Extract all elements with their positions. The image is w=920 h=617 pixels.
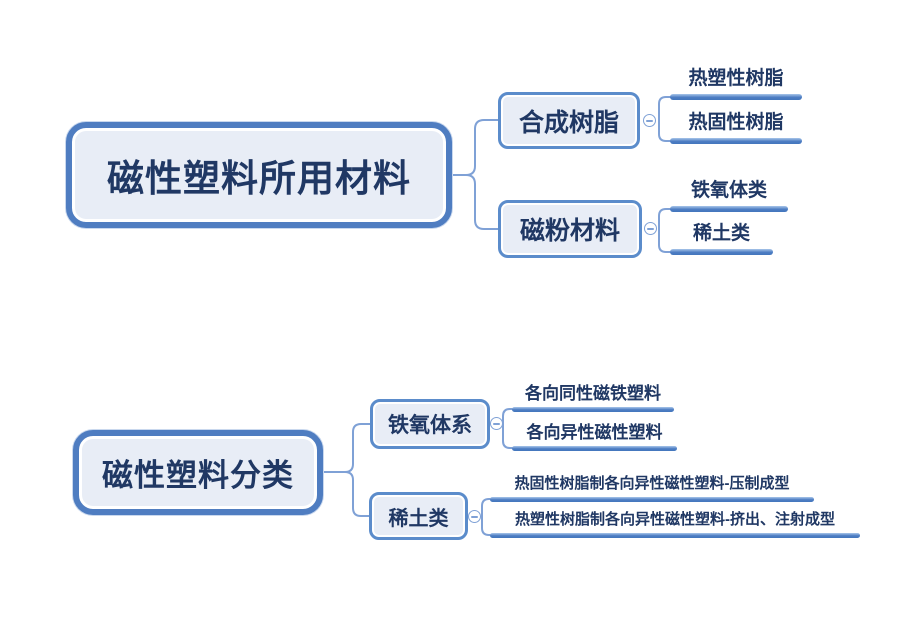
leaf-label: 热塑性树脂制各向异性磁性塑料-挤出、注射成型 xyxy=(515,511,835,528)
leaf-label: 铁氧体类 xyxy=(690,180,767,201)
leaf-node-isotropic[interactable]: 各向同性磁铁塑料 xyxy=(512,383,674,412)
connector-m2-b2 xyxy=(322,471,370,517)
leaf-label: 热固性树脂 xyxy=(688,112,784,133)
collapse-minus-icon[interactable] xyxy=(643,114,656,127)
leaf-node-thermosetting[interactable]: 热固性树脂 xyxy=(670,110,802,144)
branch-node-ferrite-system[interactable]: 铁氧体系 xyxy=(370,399,490,449)
leaf-label: 热塑性树脂 xyxy=(688,68,784,89)
branch-node-label: 铁氧体系 xyxy=(388,414,472,437)
bracket-m1-b2 xyxy=(658,208,672,253)
connector-m2-b1 xyxy=(322,423,371,473)
branch-node-label: 磁粉材料 xyxy=(519,217,620,245)
branch-node-magnetic-powder[interactable]: 磁粉材料 xyxy=(498,200,642,258)
leaf-label: 稀土类 xyxy=(692,223,750,244)
minus-glyph xyxy=(471,515,478,518)
leaf-underline xyxy=(512,446,677,451)
root-node-label: 磁性塑料分类 xyxy=(102,458,294,493)
connector-m1-b2 xyxy=(451,174,499,230)
leaf-underline xyxy=(490,497,814,502)
leaf-underline xyxy=(670,94,802,100)
leaf-underline xyxy=(670,206,788,212)
minus-glyph xyxy=(647,227,654,230)
leaf-node-ferrite-type[interactable]: 铁氧体类 xyxy=(670,178,788,212)
leaf-node-rare-earth-type[interactable]: 稀土类 xyxy=(670,221,773,255)
branch-node-synthetic-resin[interactable]: 合成树脂 xyxy=(498,92,640,149)
minus-glyph xyxy=(646,119,653,122)
collapse-minus-icon[interactable] xyxy=(644,222,657,235)
leaf-node-thermoset-compression[interactable]: 热固性树脂制各向异性磁性塑料-压制成型 xyxy=(490,473,814,502)
leaf-underline xyxy=(490,533,860,538)
leaf-node-anisotropic[interactable]: 各向异性磁性塑料 xyxy=(512,422,677,451)
leaf-underline xyxy=(512,407,674,412)
leaf-underline xyxy=(670,138,802,144)
branch-node-rare-earth[interactable]: 稀土类 xyxy=(369,492,468,540)
collapse-minus-icon[interactable] xyxy=(490,417,503,430)
branch-node-label: 稀土类 xyxy=(388,507,449,530)
leaf-label: 各向异性磁性塑料 xyxy=(526,423,663,442)
leaf-node-thermoplastic[interactable]: 热塑性树脂 xyxy=(670,66,802,100)
leaf-label: 热固性树脂制各向异性磁性塑料-压制成型 xyxy=(514,475,790,492)
leaf-label: 各向同性磁铁塑料 xyxy=(525,384,661,403)
branch-node-label: 合成树脂 xyxy=(518,108,619,137)
root-node-materials[interactable]: 磁性塑料所用材料 xyxy=(66,122,452,228)
minus-glyph xyxy=(493,422,500,425)
collapse-minus-icon[interactable] xyxy=(468,510,481,523)
leaf-underline xyxy=(670,249,773,255)
bracket-m2-b2 xyxy=(481,498,491,536)
leaf-node-thermoplastic-extrusion[interactable]: 热塑性树脂制各向异性磁性塑料-挤出、注射成型 xyxy=(490,509,860,538)
root-node-label: 磁性塑料所用材料 xyxy=(107,158,411,199)
bracket-m1-b1 xyxy=(658,96,672,142)
root-node-classification[interactable]: 磁性塑料分类 xyxy=(73,430,323,515)
connector-m1-b1 xyxy=(451,119,499,176)
bracket-m2-b1 xyxy=(502,408,513,449)
